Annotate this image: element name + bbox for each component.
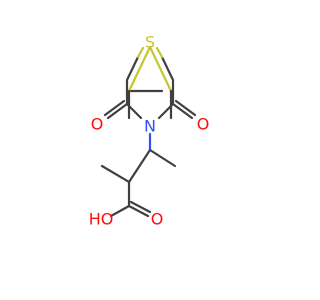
- bond-ccooh-oh: [109, 204, 131, 218]
- bond-cb-methyl: [148, 148, 177, 168]
- ring-s-right: [155, 46, 164, 59]
- ring-s-left: [136, 46, 145, 59]
- atom-sulfur: S: [145, 33, 155, 52]
- bond-c3-o-left-a: [106, 102, 129, 120]
- atom-oxygen-left: O: [91, 115, 104, 134]
- atom-hydroxyl: HO: [89, 210, 114, 229]
- bond-c3-o-left-b: [103, 99, 126, 117]
- bond-c5-o-right-a: [171, 102, 194, 120]
- bond-cb-ca: [127, 148, 152, 184]
- atom-oxygen-right: O: [197, 115, 210, 134]
- atom-nitrogen: N: [144, 117, 156, 136]
- ring-left-path: [125, 55, 140, 106]
- molecule-structure: S N O O O HO: [89, 33, 210, 229]
- bond-ccooh-o-a: [127, 204, 150, 218]
- bond-s-c6: [148, 45, 173, 93]
- bond-c5-o-right-b: [174, 99, 197, 117]
- atom-oxygen-carbonyl: O: [151, 210, 164, 229]
- bond-s-c2: [127, 45, 152, 93]
- bond-c5-n: [157, 102, 175, 120]
- bond-c3-n: [125, 102, 143, 120]
- ring-right-path: [160, 55, 175, 106]
- bond-ccooh-o-b: [129, 200, 152, 214]
- bond-ca-methyl: [100, 164, 131, 184]
